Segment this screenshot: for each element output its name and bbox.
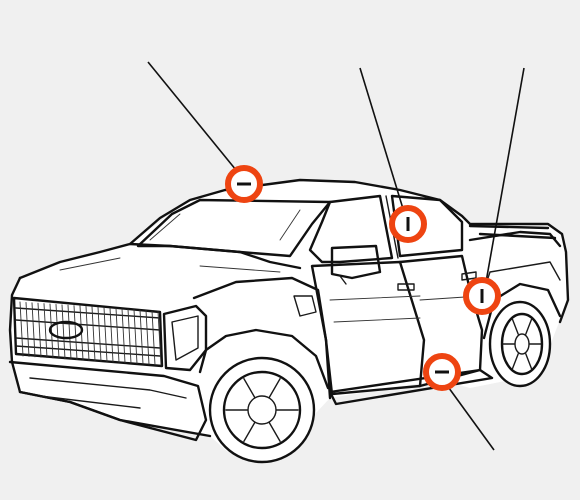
callout-markers	[225, 165, 501, 391]
grille-mesh-line	[19, 301, 24, 357]
truck-bed-outline	[468, 222, 570, 324]
sketch-lines	[59, 257, 481, 323]
wheel-spoke	[525, 353, 533, 370]
front-wheel	[208, 356, 316, 464]
headlight-inner	[171, 315, 199, 361]
grille-mesh-line	[133, 309, 138, 365]
front-door-handle	[397, 283, 415, 291]
headlight	[162, 304, 208, 372]
grille-mesh-line	[55, 303, 60, 359]
rear-door-window	[390, 194, 464, 258]
grille-mesh-line	[61, 304, 66, 360]
callout-marker-bed-pillar[interactable]	[463, 277, 501, 315]
logo-emblem	[48, 320, 84, 340]
windshield-reflection	[149, 209, 301, 241]
grille-bar-top	[15, 307, 161, 331]
grille-mesh-line	[49, 303, 54, 359]
grille-mesh-line	[145, 309, 150, 365]
grille-mesh-line	[37, 302, 42, 358]
wheel-spoke	[511, 318, 519, 335]
grille-mesh-line	[67, 304, 72, 360]
callout-marker-rocker[interactable]	[423, 353, 461, 391]
grille-mesh-line	[151, 310, 156, 366]
callout-marker-roof[interactable]	[225, 165, 263, 203]
truck-bed-cover	[468, 224, 557, 240]
mirror-arm	[339, 275, 347, 285]
rear-wheel	[488, 300, 552, 388]
fender-vent	[293, 295, 317, 317]
wheel-spoke	[243, 421, 256, 442]
leader-line-rocker	[445, 383, 495, 451]
grille-mesh-line	[25, 301, 30, 357]
wheel-spoke	[525, 318, 533, 335]
grille-mesh-line	[73, 305, 78, 361]
bumper-detail	[29, 377, 187, 409]
front-fender	[192, 276, 332, 400]
grille-mesh-line	[43, 303, 48, 359]
grille-mesh-line	[85, 305, 90, 361]
grille-mesh-line	[109, 307, 114, 363]
wheel-spoke	[268, 421, 281, 442]
grille-mesh-line	[91, 306, 96, 362]
wheel-spoke	[243, 378, 256, 399]
grille-mesh-line	[97, 306, 102, 362]
grille-mesh-line	[121, 308, 126, 364]
grille-mesh-line	[157, 310, 162, 366]
callout-marker-rear-window[interactable]	[389, 205, 427, 243]
grille-mesh-line	[127, 308, 132, 364]
grille-mesh-line	[115, 307, 120, 363]
windshield-outline	[136, 198, 332, 258]
truck-illustration	[8, 178, 570, 464]
grille-mesh-line	[103, 307, 108, 363]
wheel-spoke	[268, 378, 281, 399]
front-bumper	[8, 360, 208, 442]
wheel-spoke	[511, 353, 519, 370]
leader-line-bed-pillar	[485, 67, 525, 283]
grille-mesh-line	[139, 309, 144, 365]
grille-mesh-line	[31, 302, 36, 358]
side-mirror	[330, 244, 382, 280]
truck-roof-outline	[128, 178, 472, 246]
leader-line-rear-window	[359, 67, 405, 213]
leader-line-roof	[147, 61, 237, 171]
grille-frame	[12, 296, 164, 368]
